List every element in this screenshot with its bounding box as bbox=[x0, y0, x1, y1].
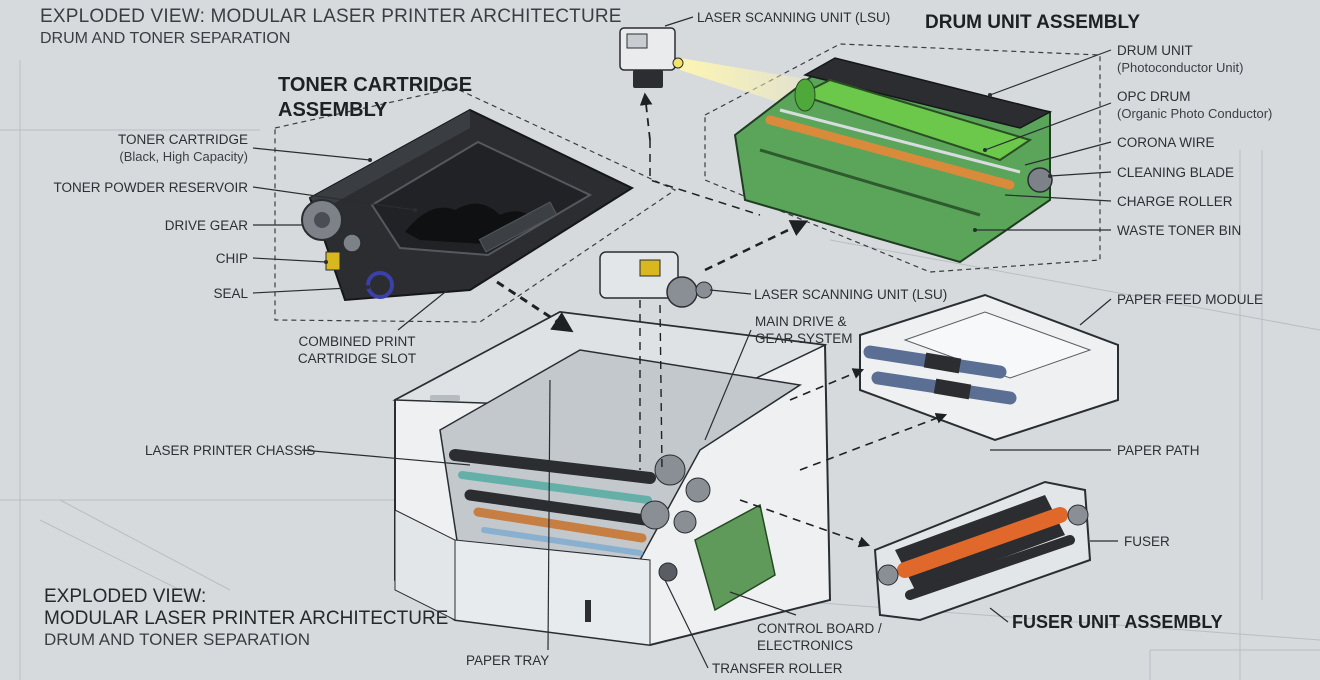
label-toner-reservoir: TONER POWDER RESERVOIR bbox=[53, 180, 248, 195]
label-lsu-mid: LASER SCANNING UNIT (LSU) bbox=[754, 287, 948, 302]
label-transfer-roller: TRANSFER ROLLER bbox=[712, 661, 843, 676]
header-title-bottom-line2: MODULAR LASER PRINTER ARCHITECTURE bbox=[44, 608, 449, 629]
label-charge-roller: CHARGE ROLLER bbox=[1117, 194, 1233, 209]
label-main-drive: MAIN DRIVE & GEAR SYSTEM bbox=[755, 314, 853, 346]
printer-chassis bbox=[392, 310, 832, 647]
blueprint-grid bbox=[0, 60, 1320, 680]
exploded-arrows bbox=[496, 92, 948, 548]
label-cartridge-slot: COMBINED PRINT CARTRIDGE SLOT bbox=[297, 334, 417, 366]
arrow-toner-to-chassis bbox=[496, 280, 574, 333]
label-waste-toner-bin: WASTE TONER BIN bbox=[1117, 223, 1242, 238]
drum-assembly-title: DRUM UNIT ASSEMBLY bbox=[925, 12, 1140, 33]
toner-cartridge bbox=[301, 108, 635, 302]
header-subtitle-bottom: DRUM AND TONER SEPARATION bbox=[44, 630, 311, 649]
arrow-lsu-to-drum bbox=[704, 220, 809, 272]
fuser-assembly-title: FUSER UNIT ASSEMBLY bbox=[1012, 612, 1223, 632]
toner-assembly-title-line2: ASSEMBLY bbox=[278, 99, 388, 121]
label-fuser: FUSER bbox=[1124, 534, 1170, 549]
paper-feed-module bbox=[859, 293, 1119, 442]
toner-chip bbox=[325, 251, 341, 271]
label-paper-feed: PAPER FEED MODULE bbox=[1117, 292, 1264, 307]
toner-assembly-title-line1: TONER CARTRIDGE bbox=[278, 74, 473, 96]
header-subtitle-top: DRUM AND TONER SEPARATION bbox=[40, 30, 291, 47]
label-control-board: CONTROL BOARD / ELECTRONICS bbox=[757, 621, 882, 653]
control-board bbox=[694, 503, 776, 612]
label-corona-wire: CORONA WIRE bbox=[1117, 135, 1215, 150]
arrow-chassis-to-lsu-top bbox=[639, 92, 653, 141]
assembly-boundaries bbox=[274, 43, 1101, 323]
label-chip: CHIP bbox=[215, 251, 248, 266]
label-seal: SEAL bbox=[213, 286, 248, 301]
label-chassis: LASER PRINTER CHASSIS bbox=[145, 443, 316, 458]
lsu-path bbox=[649, 140, 761, 216]
label-opc-drum: OPC DRUM (Organic Photo Conductor) bbox=[1117, 89, 1273, 121]
leader-dots bbox=[324, 93, 1052, 289]
label-paper-tray: PAPER TRAY bbox=[466, 653, 550, 668]
fuser-unit bbox=[873, 480, 1092, 622]
drum-unit bbox=[733, 57, 1053, 264]
header-title-top: EXPLODED VIEW: MODULAR LASER PRINTER ARC… bbox=[40, 6, 622, 27]
leader-lines bbox=[252, 16, 1118, 669]
chassis-inner-rollers bbox=[449, 449, 656, 556]
lsu-mid bbox=[599, 251, 713, 308]
lsu-top bbox=[619, 27, 684, 88]
label-lsu-top: LASER SCANNING UNIT (LSU) bbox=[697, 10, 891, 25]
label-cleaning-blade: CLEANING BLADE bbox=[1117, 165, 1235, 180]
header-title-bottom-line1: EXPLODED VIEW: bbox=[44, 586, 207, 607]
arrow-chassis-to-fuser bbox=[739, 499, 871, 548]
label-drive-gear: DRIVE GEAR bbox=[164, 218, 248, 233]
label-drum-unit: DRUM UNIT (Photoconductor Unit) bbox=[1117, 43, 1244, 75]
label-toner-cartridge: TONER CARTRIDGE (Black, High Capacity) bbox=[117, 132, 248, 164]
toner-assembly-boundary bbox=[274, 87, 677, 323]
label-paper-path: PAPER PATH bbox=[1117, 443, 1200, 458]
arrow-chassis-to-feed bbox=[799, 412, 948, 471]
chassis-gear bbox=[654, 454, 686, 486]
